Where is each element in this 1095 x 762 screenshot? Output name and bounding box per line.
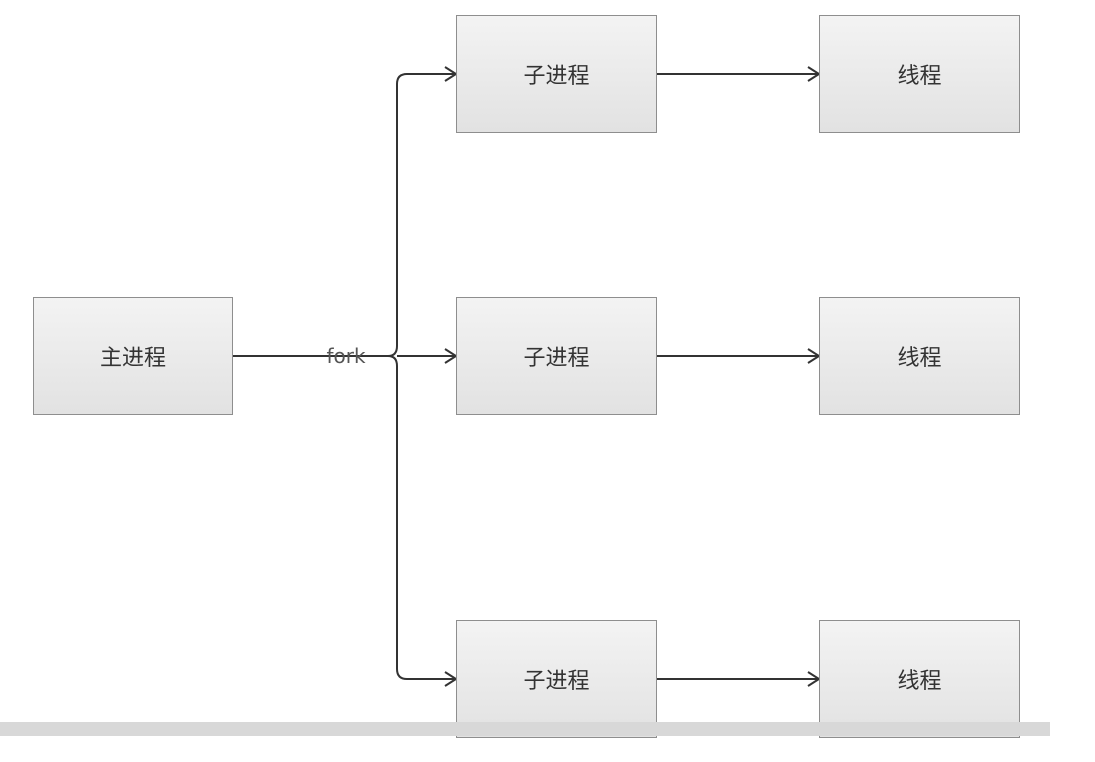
main-process-label: 主进程 [99,346,166,371]
child-process-label: 子进程 [523,669,590,694]
child-process-node-1: 子进程 [456,15,657,133]
thread-node-3: 线程 [819,620,1020,738]
thread-label: 线程 [897,64,942,89]
child-process-label: 子进程 [523,346,590,371]
fork-brace [387,73,456,680]
child-process-node-3: 子进程 [456,620,657,738]
bottom-strip [0,722,1050,736]
thread-node-2: 线程 [819,297,1020,415]
thread-node-1: 线程 [819,15,1020,133]
main-process-node: 主进程 [33,297,233,415]
child-process-node-2: 子进程 [456,297,657,415]
thread-label: 线程 [897,669,942,694]
fork-label: fork [326,344,366,368]
bottom-margin [0,738,1095,762]
child-process-label: 子进程 [523,64,590,89]
thread-label: 线程 [897,346,942,371]
